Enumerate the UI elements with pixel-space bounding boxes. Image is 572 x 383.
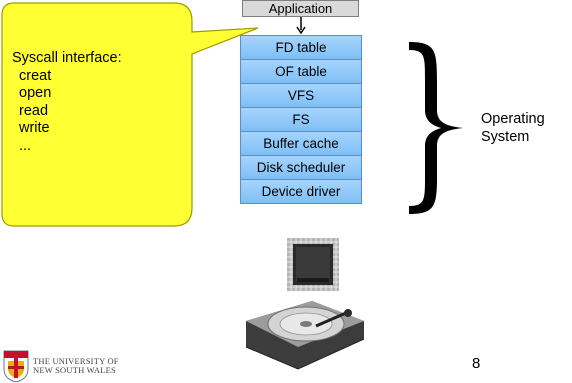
os-label-line1: Operating	[481, 111, 545, 127]
layer-buffer-cache: Buffer cache	[240, 132, 362, 156]
page-number: 8	[472, 355, 481, 372]
callout-content: Syscall interface: creat open read write…	[12, 50, 122, 155]
syscall-item-open: open	[19, 85, 52, 101]
university-line1: THE UNIVERSITY OF	[33, 356, 119, 366]
curly-brace-icon	[409, 42, 463, 214]
down-arrow-icon	[296, 17, 306, 35]
university-crest-icon	[3, 350, 29, 383]
university-name: THE UNIVERSITY OF NEW SOUTH WALES	[33, 357, 119, 375]
os-label-line2: System	[481, 129, 530, 145]
layer-of-table: OF table	[240, 60, 362, 84]
callout-title: Syscall interface:	[12, 50, 122, 66]
operating-system-label: Operating System	[481, 110, 545, 146]
layer-fs: FS	[240, 108, 362, 132]
layer-vfs: VFS	[240, 84, 362, 108]
syscall-item-write: write	[19, 120, 50, 136]
syscall-item-ellipsis: ...	[19, 137, 32, 154]
layer-fd-table: FD table	[240, 35, 362, 60]
os-layer-stack: FD table OF table VFS FS Buffer cache Di…	[240, 35, 362, 204]
layer-disk-scheduler: Disk scheduler	[240, 156, 362, 180]
syscall-item-read: read	[19, 102, 49, 119]
application-box: Application	[242, 0, 359, 17]
microchip-icon	[287, 238, 339, 291]
syscall-list: creat open read write ...	[12, 68, 122, 156]
callout-bubble	[1, 2, 259, 227]
syscall-item-creat: creat	[19, 67, 52, 84]
layer-device-driver: Device driver	[240, 180, 362, 204]
university-line2: NEW SOUTH WALES	[33, 365, 116, 375]
hard-disk-icon	[245, 301, 365, 370]
